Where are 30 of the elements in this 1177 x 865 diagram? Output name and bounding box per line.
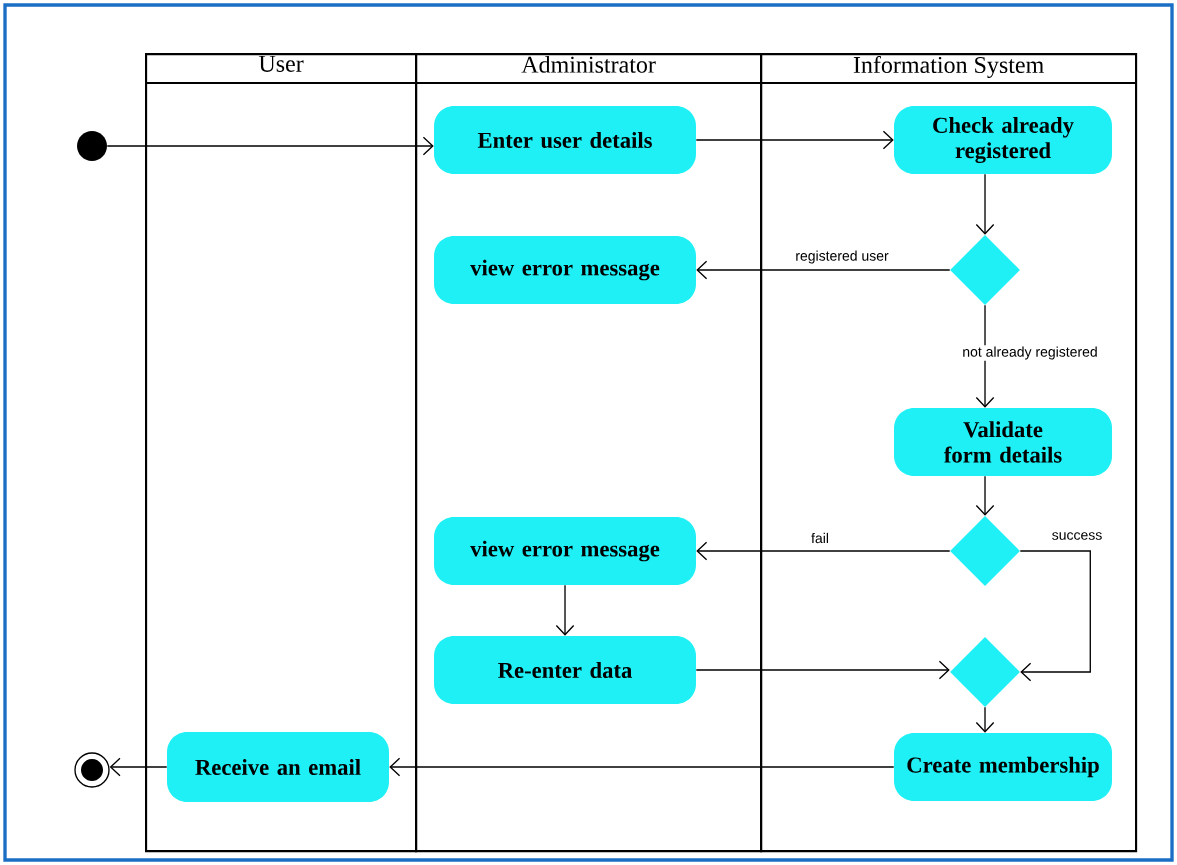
arrow (106, 136, 434, 156)
decision-diamond (950, 637, 1020, 707)
activity-box: view error message (434, 236, 696, 304)
arrow (975, 304, 995, 408)
activity-box: Check already registered (894, 106, 1112, 174)
edge-label: registered user (794, 249, 891, 265)
activity-box: Create membership (894, 733, 1112, 801)
activity-box: Validate form details (894, 408, 1112, 476)
arrow (109, 757, 168, 777)
decision-diamond (950, 235, 1020, 305)
arrow (975, 475, 995, 516)
arrow (975, 706, 995, 733)
arrow (1019, 550, 1091, 682)
final-node (74, 752, 110, 788)
arrow (696, 541, 951, 561)
activity-box: Enter user details (434, 106, 696, 174)
activity-box: Re-enter data (434, 636, 696, 704)
arrow (696, 260, 951, 280)
arrow (975, 173, 995, 235)
activity-box: Receive an email (167, 732, 389, 802)
decision-diamond (950, 516, 1020, 586)
arrow (695, 130, 894, 150)
arrow (555, 584, 575, 636)
edge-label: fail (809, 531, 831, 545)
arrow (389, 757, 895, 777)
edge-label: success (1050, 530, 1104, 542)
activity-box: view error message (434, 517, 696, 585)
arrow (695, 660, 950, 680)
edge-label: not already registered (960, 345, 1100, 361)
initial-node (77, 131, 107, 161)
